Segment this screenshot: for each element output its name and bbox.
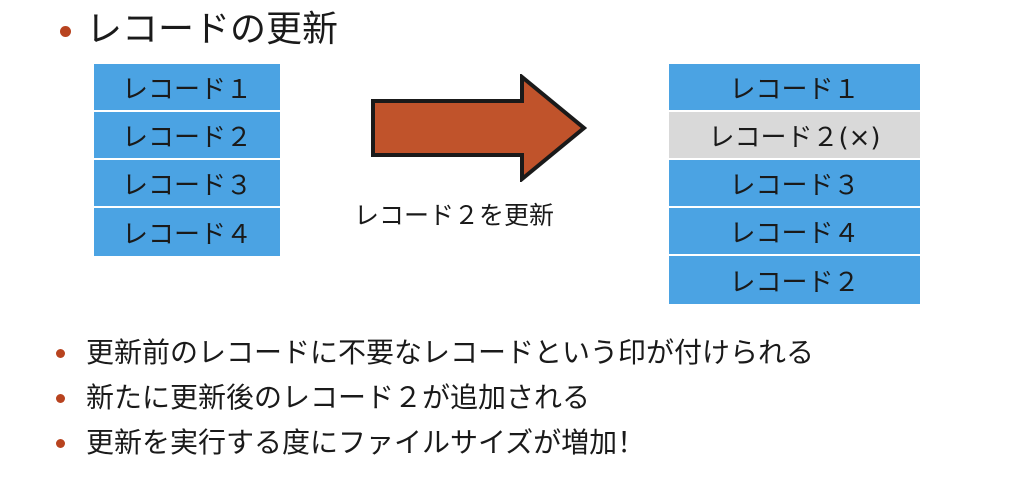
explanation-text: 更新を実行する度にファイルサイズが増加！ [86,426,646,459]
explanation-item: 新たに更新後のレコード２が追加される [56,377,814,422]
record-after-3: レコード３ [669,160,920,208]
record-before-3: レコード３ [94,160,280,208]
bullet-dot [56,439,65,448]
bullet-dot [56,349,65,358]
slide-title: レコードの更新 [86,9,339,50]
explanation-item: 更新を実行する度にファイルサイズが増加！ [56,422,814,467]
bullet-dot [56,394,65,403]
records-after: レコード１ レコード２(×) レコード３ レコード４ レコード２ [669,64,920,304]
explanation-item: 更新前のレコードに不要なレコードという印が付けられる [56,332,814,377]
explanation-text: 更新前のレコードに不要なレコードという印が付けられる [86,336,815,369]
record-before-1: レコード１ [94,64,280,112]
record-after-1: レコード１ [669,64,920,112]
update-arrow-icon [371,74,588,182]
record-after-4: レコード４ [669,208,920,256]
title-bullet-dot [60,26,71,37]
record-after-2-deleted: レコード２(×) [669,112,920,160]
explanation-list: 更新前のレコードに不要なレコードという印が付けられる 新たに更新後のレコード２が… [56,332,814,467]
record-after-5-new: レコード２ [669,256,920,304]
update-caption: レコード２を更新 [354,201,555,230]
records-before: レコード１ レコード２ レコード３ レコード４ [94,64,280,256]
record-before-2: レコード２ [94,112,280,160]
explanation-text: 新たに更新後のレコード２が追加される [86,381,591,414]
record-before-4: レコード４ [94,208,280,256]
